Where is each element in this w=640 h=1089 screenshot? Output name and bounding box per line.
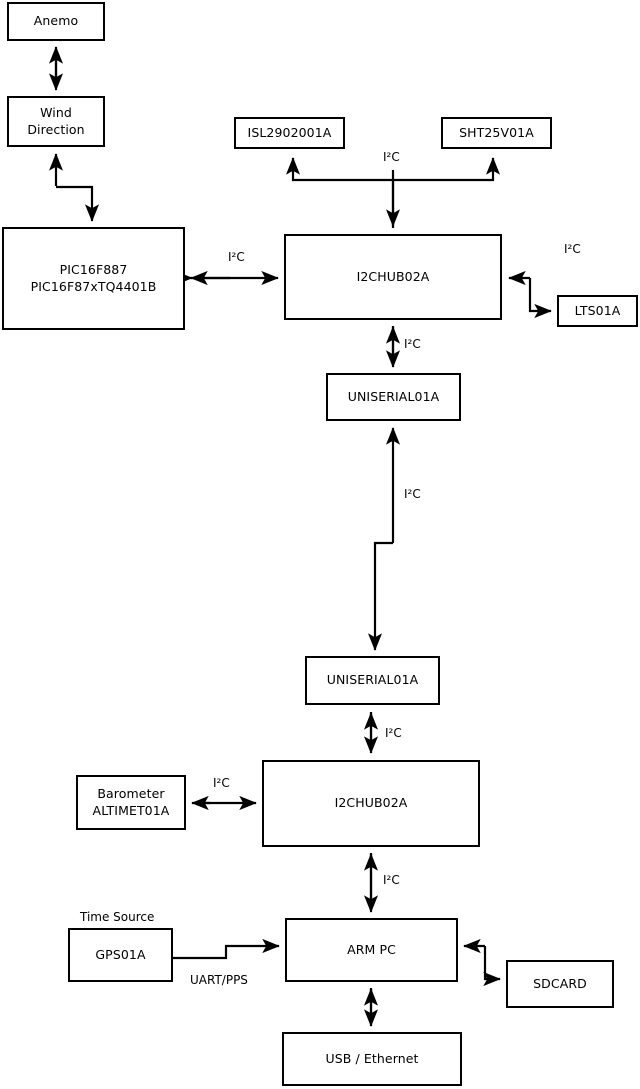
node-gps01a[interactable]: GPS01A (68, 928, 173, 982)
wire-zigzag-to-pic (56, 185, 100, 222)
node-lts01a[interactable]: LTS01A (557, 295, 638, 327)
node-barometer-label: Barometer ALTIMET01A (92, 785, 170, 818)
node-barometer[interactable]: Barometer ALTIMET01A (76, 775, 186, 830)
node-lts01a-label: LTS01A (574, 302, 621, 318)
node-arm-pc-label: ARM PC (347, 941, 396, 957)
node-pic-microcontroller[interactable]: PIC16F887 PIC16F87xTQ4401B (2, 227, 185, 330)
node-uniserial01a-top[interactable]: UNISERIAL01A (326, 373, 461, 421)
edge-label-i2c-pic-hub: I²C (228, 250, 245, 264)
node-usb-ethernet-label: USB / Ethernet (325, 1050, 419, 1066)
node-wind-direction[interactable]: Wind Direction (7, 96, 105, 147)
node-anemo[interactable]: Anemo (7, 2, 105, 41)
node-gps01a-label: GPS01A (95, 946, 146, 962)
wire-gps-to-arm (173, 938, 280, 960)
node-i2chub02a-bottom[interactable]: I2CHUB02A (262, 760, 480, 847)
wire-hub-to-lts (528, 278, 552, 319)
edge-label-i2c-hub-sensors: I²C (383, 150, 400, 164)
wire-bus-to-sht (393, 157, 501, 182)
edge-label-i2c-hub-lts: I²C (564, 242, 581, 256)
label-time-source: Time Source (80, 910, 155, 924)
node-usb-ethernet[interactable]: USB / Ethernet (282, 1032, 462, 1086)
node-sdcard-label: SDCARD (533, 975, 587, 991)
wire-arm-to-sdcard (483, 946, 501, 987)
edge-label-i2c-uni-hub2: I²C (385, 726, 402, 740)
edge-label-i2c-uni-uni: I²C (404, 487, 421, 501)
node-isl2902001a[interactable]: ISL2902001A (234, 117, 345, 149)
node-sht25v01a[interactable]: SHT25V01A (441, 117, 552, 149)
edge-label-i2c-hub2-arm: I²C (383, 873, 400, 887)
edge-label-i2c-baro-hub2: I²C (213, 776, 230, 790)
edge-label-i2c-hub-uni: I²C (404, 337, 421, 351)
node-sht25v01a-label: SHT25V01A (459, 124, 534, 140)
node-i2chub02a-bottom-label: I2CHUB02A (334, 795, 408, 811)
node-pic-microcontroller-label: PIC16F887 PIC16F87xTQ4401B (30, 261, 157, 294)
node-wind-direction-label: Wind Direction (27, 104, 85, 137)
node-arm-pc[interactable]: ARM PC (285, 918, 458, 982)
node-uniserial01a-bottom-label: UNISERIAL01A (326, 672, 419, 688)
node-uniserial01a-top-label: UNISERIAL01A (347, 388, 440, 404)
wire-hub-up-bus (285, 157, 395, 228)
wire-uni-long-down (367, 541, 393, 651)
node-i2chub02a-top-label: I2CHUB02A (356, 268, 430, 284)
node-anemo-label: Anemo (33, 13, 79, 29)
node-sdcard[interactable]: SDCARD (506, 960, 614, 1008)
node-isl2902001a-label: ISL2902001A (247, 124, 332, 140)
node-uniserial01a-bottom[interactable]: UNISERIAL01A (305, 656, 440, 705)
edge-label-uart-pps: UART/PPS (190, 973, 248, 987)
node-i2chub02a-top[interactable]: I2CHUB02A (284, 234, 502, 320)
